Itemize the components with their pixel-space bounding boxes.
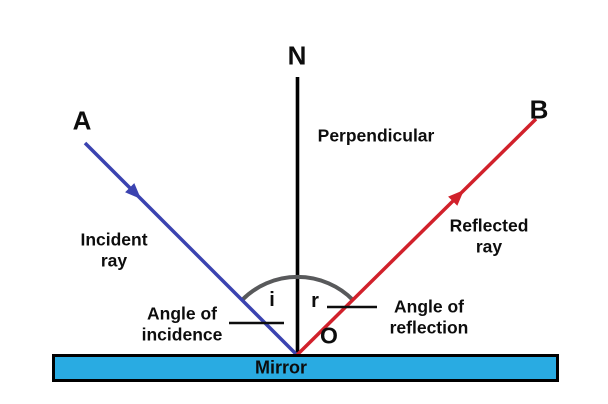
reflected-ray-line bbox=[295, 117, 538, 357]
angle-of-reflection-label: Angle of reflection bbox=[390, 296, 469, 337]
reflected-ray-label-line1: Reflected bbox=[449, 215, 529, 236]
angle-of-incidence-label-line1: Angle of bbox=[146, 303, 217, 324]
angle-of-incidence-label-line2: incidence bbox=[141, 324, 223, 344]
angle-incidence-symbol: i bbox=[269, 289, 275, 312]
incident-ray-arrowhead bbox=[125, 183, 141, 199]
mirror-bar bbox=[52, 354, 559, 382]
normal-point-label: N bbox=[287, 40, 307, 71]
origin-point-label: O bbox=[320, 322, 338, 349]
reflected-end-point-label: B bbox=[529, 94, 549, 125]
incident-ray-label-line2: ray bbox=[100, 250, 128, 270]
incident-ray-label: Incident ray bbox=[80, 229, 147, 270]
angle-reflection-symbol: r bbox=[311, 290, 319, 313]
angle-of-reflection-label-line2: reflection bbox=[389, 317, 469, 337]
mirror-label: Mirror bbox=[254, 357, 308, 378]
incident-ray-label-line1: Incident bbox=[80, 229, 148, 250]
reflected-ray-label-line2: ray bbox=[475, 236, 503, 256]
incident-ray-line bbox=[83, 141, 299, 357]
angle-of-reflection-label-line1: Angle of bbox=[394, 296, 464, 317]
reflected-ray-arrowhead bbox=[448, 190, 464, 206]
perpendicular-label: Perpendicular bbox=[317, 125, 435, 146]
angle-arc bbox=[240, 274, 355, 302]
reflected-ray-label: Reflected ray bbox=[450, 215, 529, 256]
incident-start-point-label: A bbox=[72, 105, 92, 136]
angle-of-incidence-label: Angle of incidence bbox=[142, 303, 223, 344]
